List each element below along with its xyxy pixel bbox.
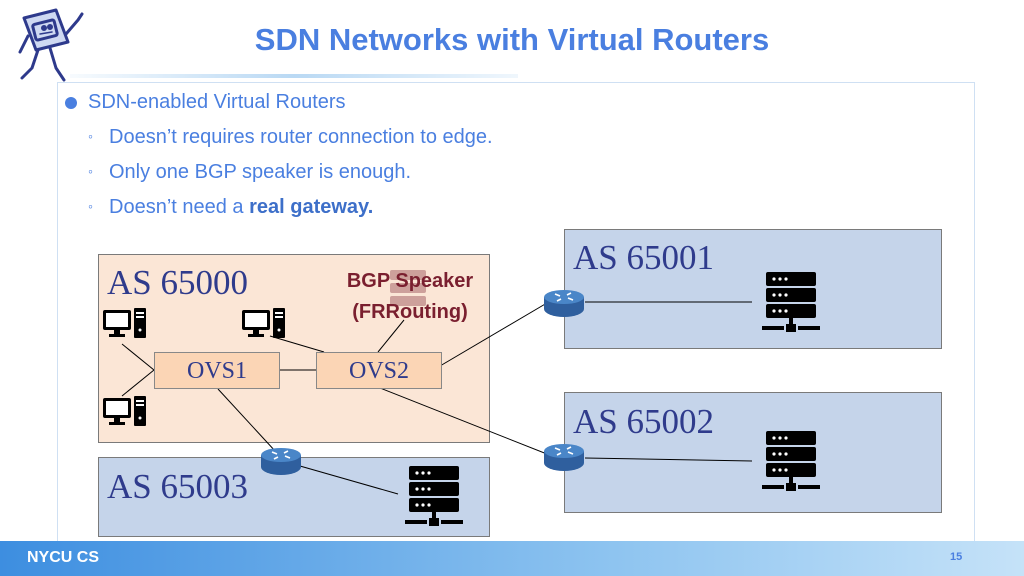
sub-bullet-1: Doesn’t requires router connection to ed… (109, 126, 493, 148)
server-icon (405, 466, 463, 528)
router-icon (543, 443, 585, 473)
link-ovs2-router1 (439, 299, 553, 367)
computer-icon (242, 308, 286, 342)
page-number: 15 (950, 551, 963, 563)
sub-bullet-3: Doesn’t need a real gateway. (109, 196, 373, 219)
computer-icon (103, 308, 147, 342)
footer-org-label: NYCU CS (27, 549, 100, 566)
server-icon (762, 272, 820, 334)
ovs2-switch: OVS2 (316, 352, 442, 389)
sub-bullet-2: Only one BGP speaker is enough. (109, 161, 412, 183)
router-icon (543, 289, 585, 319)
as-65001-label: AS 65001 (573, 238, 714, 277)
as-65000-label: AS 65000 (107, 263, 248, 302)
bgp-server-icon (388, 268, 428, 308)
sub-bullet-3-bold: real gateway. (249, 196, 374, 218)
link-ovs1-router3 (217, 388, 277, 453)
mascot-logo-icon (16, 6, 88, 88)
router-icon (260, 447, 302, 477)
page-title: SDN Networks with Virtual Routers (254, 22, 770, 57)
link-router3-server3 (299, 465, 399, 495)
server-icon (762, 431, 820, 493)
bgp-speaker-line2: (FRRouting) (352, 301, 468, 323)
link-bgp-ovs2 (377, 319, 405, 353)
as-65003-label: AS 65003 (107, 467, 248, 506)
bgp-speaker-label: BGP Speaker (FRRouting) (330, 266, 490, 328)
as-65002-label: AS 65002 (573, 402, 714, 441)
sub-bullet-marker: ◦ (88, 163, 93, 179)
bullet-main: SDN-enabled Virtual Routers (88, 91, 346, 113)
link-router2-server2 (584, 457, 753, 462)
link-pc2-ovs2 (269, 335, 325, 353)
ovs1-switch: OVS1 (154, 352, 280, 389)
computer-icon (103, 396, 147, 430)
sub-bullet-marker: ◦ (88, 128, 93, 144)
bullet-dot (65, 97, 77, 109)
as-65000-box (98, 254, 490, 443)
title-divider (70, 74, 518, 78)
bgp-speaker-line1: BGP Speaker (346, 270, 474, 292)
sub-bullet-3-prefix: Doesn’t need a (109, 196, 250, 218)
link-pc3-ovs1 (121, 369, 155, 397)
footer-bar (0, 541, 1024, 576)
link-ovs2-router2 (379, 387, 553, 457)
sub-bullet-marker: ◦ (88, 198, 93, 214)
as-65001-box (564, 229, 942, 349)
link-pc1-ovs1 (121, 343, 155, 371)
as-65002-box (564, 392, 942, 513)
